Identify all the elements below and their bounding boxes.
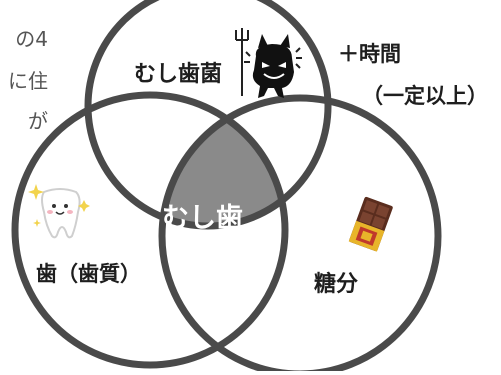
background-text-line-1: の4: [15, 27, 48, 51]
devil-bacteria-icon: [235, 28, 302, 98]
chocolate-bar-icon: [348, 196, 393, 252]
background-text-line-2: に住: [8, 69, 48, 93]
background-text-line-3: が: [28, 109, 48, 133]
time-label: ＋時間: [338, 42, 401, 66]
tooth-label: 歯（歯質）: [36, 262, 141, 286]
sugar-label: 糖分: [314, 272, 359, 297]
center-overlap-region: [162, 98, 285, 226]
bacteria-circle: [84, 0, 332, 230]
center-label: むし歯: [162, 203, 243, 234]
smiling-tooth-icon: [28, 184, 90, 239]
tooth-circle: [11, 91, 289, 369]
time-condition-label: （一定以上）: [362, 84, 488, 108]
bacteria-label: むし歯菌: [134, 62, 223, 87]
